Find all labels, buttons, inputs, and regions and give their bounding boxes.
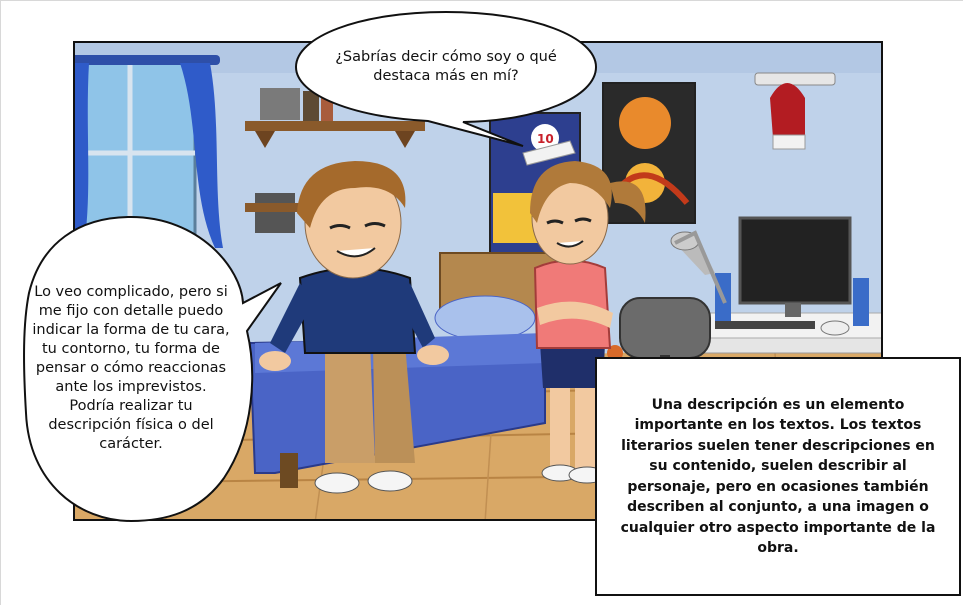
speech-text-top: ¿Sabrías decir cómo soy o qué destaca má… — [335, 49, 557, 84]
boy-character — [259, 161, 449, 494]
desk-lamp — [674, 230, 727, 304]
narration-caption: Una descripción es un elemento important… — [595, 357, 961, 596]
girl-character — [522, 140, 646, 484]
speech-bubble-left: Lo veo complicado, pero si me fijo con d… — [19, 213, 285, 525]
speech-bubble-top: ¿Sabrías decir cómo soy o qué destaca má… — [293, 9, 599, 149]
cap-on-hook — [754, 72, 836, 150]
speech-text-left: Lo veo complicado, pero si me fijo con d… — [32, 283, 230, 452]
poster-number: 10 — [537, 132, 554, 146]
book-shelves — [245, 88, 425, 233]
